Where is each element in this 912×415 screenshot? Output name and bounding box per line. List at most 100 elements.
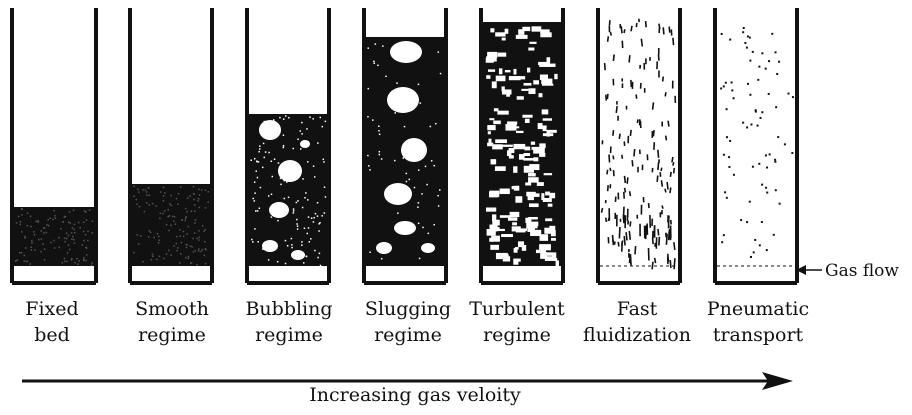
- particle-speck: [164, 210, 166, 212]
- particle-dot: [742, 31, 744, 33]
- particle-speck: [373, 63, 375, 65]
- turbulent-void: [501, 234, 513, 237]
- particle-speck: [70, 222, 72, 224]
- particle-speck: [85, 247, 87, 249]
- particle-speck: [66, 232, 68, 234]
- particle-speck: [44, 248, 46, 250]
- particle-speck: [191, 246, 193, 248]
- particle-speck: [193, 186, 195, 188]
- particle-streak: [630, 221, 631, 226]
- particle-speck: [309, 241, 311, 243]
- particle-speck: [293, 210, 295, 212]
- particle-speck: [133, 196, 135, 198]
- particle-streak: [624, 176, 625, 183]
- particle-dot: [792, 96, 794, 98]
- particle-speck: [307, 199, 309, 201]
- turbulent-void: [514, 248, 518, 253]
- label-slugging-regime: Slugging regime: [348, 296, 468, 348]
- particle-speck: [196, 238, 198, 240]
- particle-speck: [44, 259, 46, 261]
- particle-speck: [198, 250, 200, 252]
- particle-dot: [720, 87, 722, 89]
- particle-speck: [271, 216, 273, 218]
- particle-speck: [317, 257, 319, 259]
- turbulent-void: [525, 119, 530, 123]
- particle-speck: [425, 166, 427, 168]
- particle-speck: [422, 227, 424, 229]
- particle-streak: [655, 243, 656, 247]
- particle-speck: [21, 214, 23, 216]
- particle-speck: [176, 250, 178, 252]
- label-line1: Bubbling: [229, 296, 349, 322]
- particle-speck: [308, 227, 310, 229]
- particle-dot: [746, 221, 748, 223]
- particle-speck: [259, 145, 261, 147]
- particle-speck: [144, 211, 146, 213]
- turbulent-void: [543, 126, 547, 132]
- particle-speck: [284, 198, 286, 200]
- turbulent-void: [516, 230, 526, 233]
- particle-streak: [618, 242, 619, 247]
- particle-streak: [653, 130, 654, 136]
- particle-speck: [31, 246, 32, 248]
- particle-dot: [779, 203, 781, 205]
- particle-speck: [145, 189, 147, 191]
- particle-speck: [146, 202, 148, 204]
- particle-speck: [178, 193, 180, 195]
- particle-dot: [754, 239, 756, 241]
- particle-dot: [758, 66, 760, 68]
- particle-streak: [623, 207, 624, 220]
- particle-speck: [92, 232, 94, 234]
- particle-speck: [167, 209, 169, 211]
- particle-speck: [397, 212, 399, 214]
- particle-speck: [314, 250, 316, 252]
- particle-dot: [743, 27, 745, 29]
- particle-dot: [721, 33, 723, 35]
- turbulent-void: [498, 53, 507, 57]
- particle-speck: [170, 195, 172, 197]
- particle-speck: [160, 191, 162, 193]
- turbulent-void: [488, 69, 495, 72]
- turbulent-void: [545, 218, 552, 221]
- particle-speck: [278, 162, 280, 164]
- particle-speck: [152, 254, 154, 256]
- particle-speck: [152, 256, 154, 258]
- particle-streak: [666, 136, 667, 141]
- turbulent-void: [524, 83, 532, 86]
- particle-speck: [153, 237, 155, 239]
- particle-streak: [646, 226, 647, 239]
- particle-dot: [746, 126, 748, 128]
- smooth-regime-column: [129, 8, 213, 283]
- particle-speck: [288, 117, 290, 119]
- particle-speck: [417, 206, 419, 208]
- particle-speck: [176, 198, 178, 200]
- particle-speck: [254, 228, 256, 230]
- turbulent-void: [532, 26, 542, 31]
- turbulent-void: [490, 245, 499, 250]
- particle-speck: [205, 190, 207, 192]
- distributor-plate: [11, 266, 97, 283]
- particle-speck: [319, 222, 321, 224]
- particle-speck: [27, 212, 29, 214]
- turbulent-void: [517, 96, 524, 100]
- particle-speck: [185, 208, 187, 210]
- particle-speck: [155, 205, 157, 207]
- particle-speck: [433, 165, 435, 167]
- particle-speck: [280, 184, 282, 186]
- particle-speck: [33, 231, 35, 233]
- particle-dot: [778, 61, 780, 63]
- particle-streak: [670, 188, 671, 194]
- particle-dot: [747, 35, 749, 37]
- particle-speck: [74, 232, 76, 234]
- turbulent-void: [539, 153, 545, 157]
- particle-speck: [277, 220, 279, 222]
- bubbling-regime-column: [246, 8, 330, 283]
- particle-speck: [156, 259, 158, 261]
- particle-speck: [385, 76, 387, 78]
- particle-speck: [369, 169, 371, 171]
- particle-dot: [777, 136, 779, 138]
- turbulent-void: [547, 57, 551, 62]
- particle-speck: [254, 158, 256, 160]
- velocity-axis-label: Increasing gas veloity: [230, 384, 600, 406]
- particle-speck: [368, 88, 370, 90]
